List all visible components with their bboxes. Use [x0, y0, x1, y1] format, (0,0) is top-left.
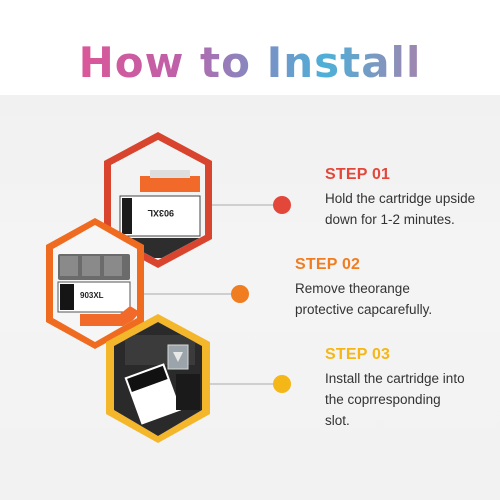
cartridge-model-label-1: 903XL — [147, 208, 174, 218]
step-01-label: STEP 01 — [325, 166, 391, 183]
cartridge-photo-3 — [114, 322, 202, 436]
step-03-description: Install the cartridge into the coprrespo… — [325, 368, 485, 431]
cartridge-model-label-2: 903XL — [80, 291, 104, 300]
step-01-line-1: Hold the cartridge upside — [325, 191, 476, 206]
step-01-line-2: down for 1-2 minutes. — [325, 212, 455, 227]
step-03-label: STEP 03 — [325, 346, 391, 363]
step-dot-1 — [273, 196, 291, 214]
page-title: How to Install — [0, 38, 500, 88]
step-03-line-1: Install the cartridge into — [325, 371, 465, 386]
step-03-line-3: slot. — [325, 413, 350, 428]
step-dot-2 — [231, 285, 249, 303]
hexagon-step-2: 903XL — [46, 218, 144, 349]
step-02-line-1: Remove theorange — [295, 281, 410, 296]
step-02-label: STEP 02 — [295, 256, 361, 273]
cartridge-photo-2: 903XL — [53, 225, 137, 342]
hexagon-step-3 — [106, 314, 210, 443]
step-dot-3 — [273, 375, 291, 393]
step-02-line-2: protective capcarefully. — [295, 302, 433, 317]
step-01-description: Hold the cartridge upside down for 1-2 m… — [325, 188, 485, 230]
step-03-line-2: the coprresponding — [325, 392, 441, 407]
step-02-description: Remove theorange protective capcarefully… — [295, 278, 465, 320]
